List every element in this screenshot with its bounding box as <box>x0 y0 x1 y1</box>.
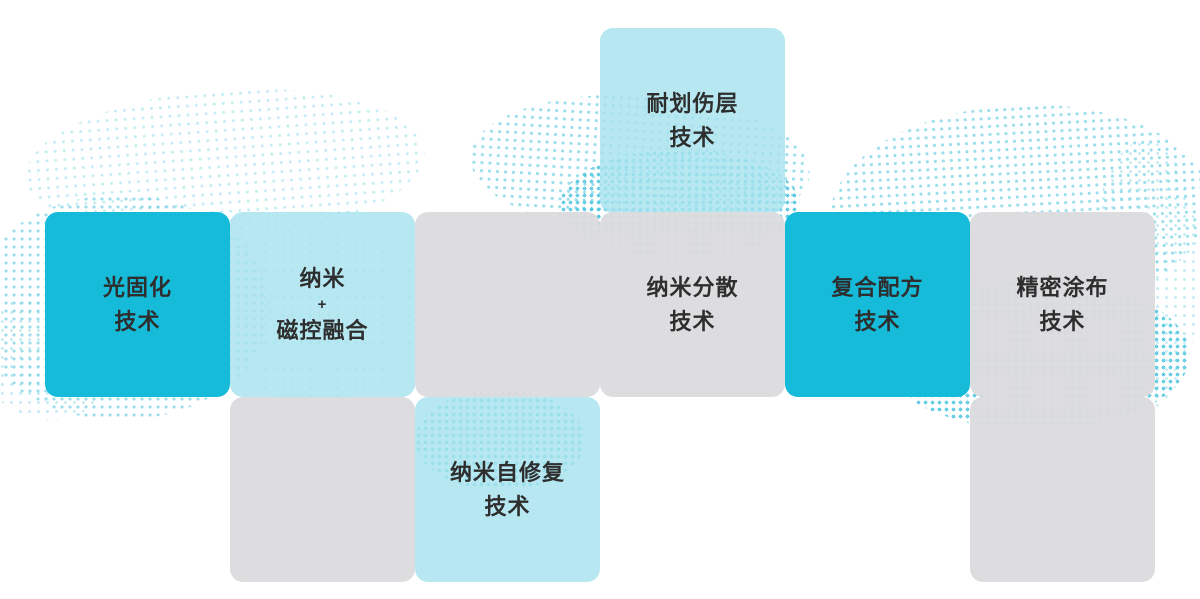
tile-label-line: 精密涂布 <box>1016 274 1109 300</box>
tile-label: 耐划伤层 技术 <box>646 87 738 155</box>
tile-label-line: 纳米自修复 <box>449 459 565 485</box>
tile-label-line: 纳米分散 <box>646 274 739 300</box>
tile-label: 精密涂布 技术 <box>1016 271 1108 339</box>
tile-label-line: 复合配方 <box>831 274 924 300</box>
tile-precision-coating: 精密涂布 技术 <box>970 212 1155 397</box>
tile-label-line: 技术 <box>669 308 716 334</box>
tile-nano-magnetron-fusion: 纳米 + 磁控融合 <box>230 212 415 397</box>
tile-label-line: 光固化 <box>102 274 172 300</box>
tile-label-line: 磁控融合 <box>276 317 369 343</box>
tile-label-line: 技术 <box>114 308 161 334</box>
tile-label-line: 技术 <box>1039 308 1086 334</box>
tile-label: 光固化 技术 <box>103 271 172 339</box>
tile-label: 纳米分散 技术 <box>646 271 738 339</box>
tile-uv-curing: 光固化 技术 <box>45 212 230 397</box>
tile-empty-bottom-right <box>970 397 1155 582</box>
tile-label-line: 耐划伤层 <box>646 90 739 116</box>
tile-label-line: 技术 <box>854 308 901 334</box>
tile-label-line: 技术 <box>669 124 716 150</box>
tile-label: 复合配方 技术 <box>831 271 923 339</box>
plus-sign: + <box>317 295 328 313</box>
tile-scratch-resistant-layer: 耐划伤层 技术 <box>600 28 785 213</box>
tile-empty-middle <box>415 212 600 397</box>
tile-nano-dispersion: 纳米分散 技术 <box>600 212 785 397</box>
tile-nano-self-repair: 纳米自修复 技术 <box>415 397 600 582</box>
tile-label-line: 技术 <box>484 493 531 519</box>
tile-label: 纳米自修复 技术 <box>450 456 565 524</box>
tile-composite-formula: 复合配方 技术 <box>785 212 970 397</box>
tile-label: 纳米 + 磁控融合 <box>276 262 368 348</box>
tile-empty-bottom-left <box>230 397 415 582</box>
tile-label-line: 纳米 <box>299 265 346 291</box>
